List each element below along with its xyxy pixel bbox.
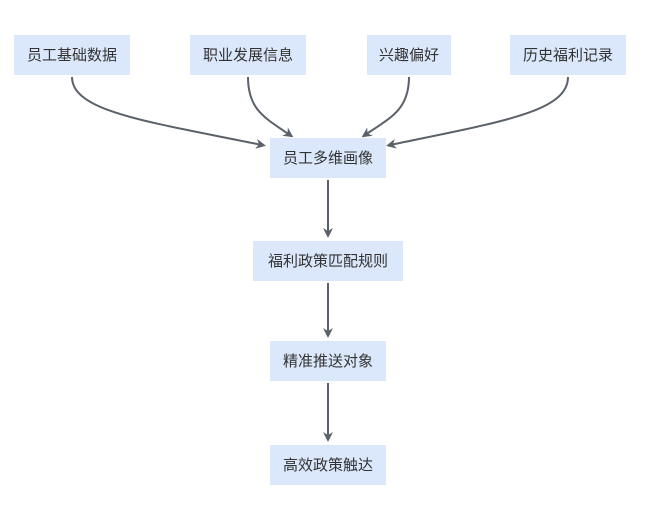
node-precise-push-target: 精准推送对象 xyxy=(270,341,386,381)
edge-interest-to-portrait xyxy=(361,76,410,138)
node-interest-preference: 兴趣偏好 xyxy=(367,35,451,75)
edge-career-to-portrait xyxy=(247,76,294,138)
edge-history-to-portrait xyxy=(386,76,569,149)
node-employee-portrait: 员工多维画像 xyxy=(270,138,386,178)
node-career-development-info: 职业发展信息 xyxy=(190,35,306,75)
node-efficient-policy-reach: 高效政策触达 xyxy=(270,445,386,485)
node-employee-base-data: 员工基础数据 xyxy=(14,35,130,75)
node-welfare-history: 历史福利记录 xyxy=(510,35,626,75)
node-policy-matching-rules: 福利政策匹配规则 xyxy=(253,241,403,281)
edge-emp-base-to-portrait xyxy=(71,76,266,149)
